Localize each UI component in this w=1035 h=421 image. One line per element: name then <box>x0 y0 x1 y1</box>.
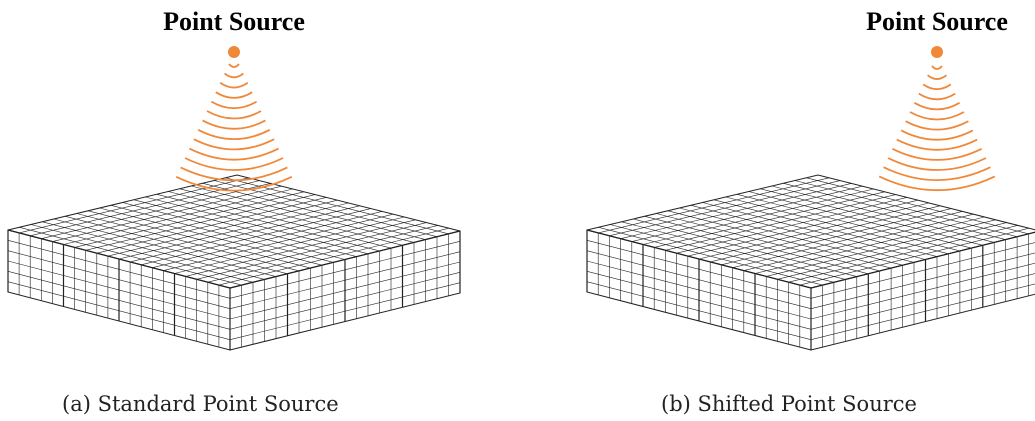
block-edge <box>229 230 461 289</box>
side-grid-line <box>229 272 461 330</box>
block-edge <box>7 229 231 289</box>
caption-a: (a) Standard Point Source <box>62 392 339 416</box>
emission-wave-arc <box>206 110 262 120</box>
emission-wave-arc <box>878 175 996 192</box>
top-grid-line <box>99 207 323 266</box>
emission-wave-arc <box>918 92 956 101</box>
top-grid-line <box>168 191 392 249</box>
side-grid-line <box>229 261 461 320</box>
emission-wave-arc <box>197 129 271 140</box>
top-grid-line <box>30 224 254 283</box>
top-grid-line <box>621 221 846 280</box>
emission-wave-arc <box>202 119 266 130</box>
top-grid-line <box>145 196 369 255</box>
top-grid-line <box>679 207 903 266</box>
emission-wave-arc <box>184 157 284 171</box>
side-grid-line <box>586 250 812 309</box>
caption-b: (b) Shifted Point Source <box>661 392 917 416</box>
voxel-grid-a <box>7 174 461 351</box>
top-grid-line <box>202 183 426 240</box>
emission-wave-arc <box>228 63 240 68</box>
top-grid-line <box>737 194 960 252</box>
emission-wave-arc <box>891 147 983 161</box>
top-grid-line <box>760 188 983 246</box>
top-grid-line <box>690 205 915 263</box>
top-grid-line <box>122 202 346 260</box>
top-grid-line <box>19 227 242 286</box>
side-grid-line <box>586 260 812 320</box>
side-grid-line <box>7 240 231 299</box>
top-grid-line <box>644 216 869 275</box>
side-grid-line <box>586 281 812 340</box>
top-grid-line <box>65 216 288 275</box>
side-grid-line <box>229 241 461 299</box>
emission-wave-arc <box>188 147 280 161</box>
top-grid-line <box>748 191 972 249</box>
emission-wave-arc <box>900 129 974 141</box>
top-grid-line <box>133 199 357 257</box>
emission-wave-arc <box>905 120 969 131</box>
emission-wave-arc <box>909 111 965 121</box>
top-grid-line <box>725 196 949 255</box>
point-source-title-b: Point Source <box>866 7 1008 36</box>
emission-wave-arc <box>883 166 991 181</box>
emission-wave-arc <box>215 91 253 99</box>
top-grid-line <box>42 221 265 280</box>
side-grid-line <box>229 251 461 309</box>
emission-waves-b <box>878 65 996 192</box>
panel-standard-point-source: Point Source <box>7 7 461 351</box>
side-grid-line <box>7 281 231 340</box>
top-grid-line <box>667 210 892 269</box>
point-source-dot-b <box>931 46 943 58</box>
top-grid-line <box>156 194 380 252</box>
emission-wave-arc <box>180 166 288 182</box>
side-grid-line <box>810 242 1035 299</box>
top-grid-line <box>76 213 300 272</box>
top-grid-line <box>783 183 1006 240</box>
side-grid-line <box>810 252 1035 309</box>
point-source-title-a: Point Source <box>163 7 305 36</box>
side-grid-line <box>810 262 1035 320</box>
emission-wave-arc <box>896 138 978 151</box>
block-edge <box>586 229 812 289</box>
emission-wave-arc <box>922 83 952 91</box>
top-grid-line <box>88 210 311 269</box>
emission-wave-arc <box>175 175 293 192</box>
top-grid-line <box>610 224 834 283</box>
emission-wave-arc <box>931 65 943 70</box>
top-grid-line <box>179 188 403 246</box>
emission-wave-arc <box>927 74 947 80</box>
side-grid-line <box>7 250 231 309</box>
side-grid-line <box>229 282 461 340</box>
emission-wave-arc <box>887 157 987 171</box>
side-grid-line <box>810 273 1035 330</box>
emission-wave-arc <box>913 102 961 111</box>
emission-wave-arc <box>224 72 244 79</box>
top-grid-line <box>191 185 415 243</box>
side-grid-line <box>7 271 231 330</box>
top-grid-line <box>656 213 880 272</box>
voxel-grid-b <box>586 174 1035 351</box>
top-grid-line <box>53 218 277 277</box>
top-grid-line <box>598 227 823 286</box>
top-grid-line <box>713 199 938 257</box>
top-grid-line <box>806 177 1029 235</box>
emission-waves-a <box>175 63 293 192</box>
side-grid-line <box>7 260 231 320</box>
top-grid-line <box>794 180 1018 237</box>
top-grid-line <box>771 185 995 243</box>
emission-wave-arc <box>219 82 249 89</box>
top-grid-line <box>110 205 334 263</box>
side-grid-line <box>586 240 812 299</box>
side-grid-line <box>586 271 812 330</box>
emission-wave-arc <box>193 138 275 151</box>
block-edge <box>810 231 1035 289</box>
point-source-dot-a <box>228 46 240 58</box>
top-grid-line <box>633 218 857 277</box>
panel-shifted-point-source: Point Source <box>586 7 1035 351</box>
emission-wave-arc <box>210 100 258 110</box>
side-grid-line <box>810 283 1035 340</box>
top-grid-line <box>702 202 926 260</box>
